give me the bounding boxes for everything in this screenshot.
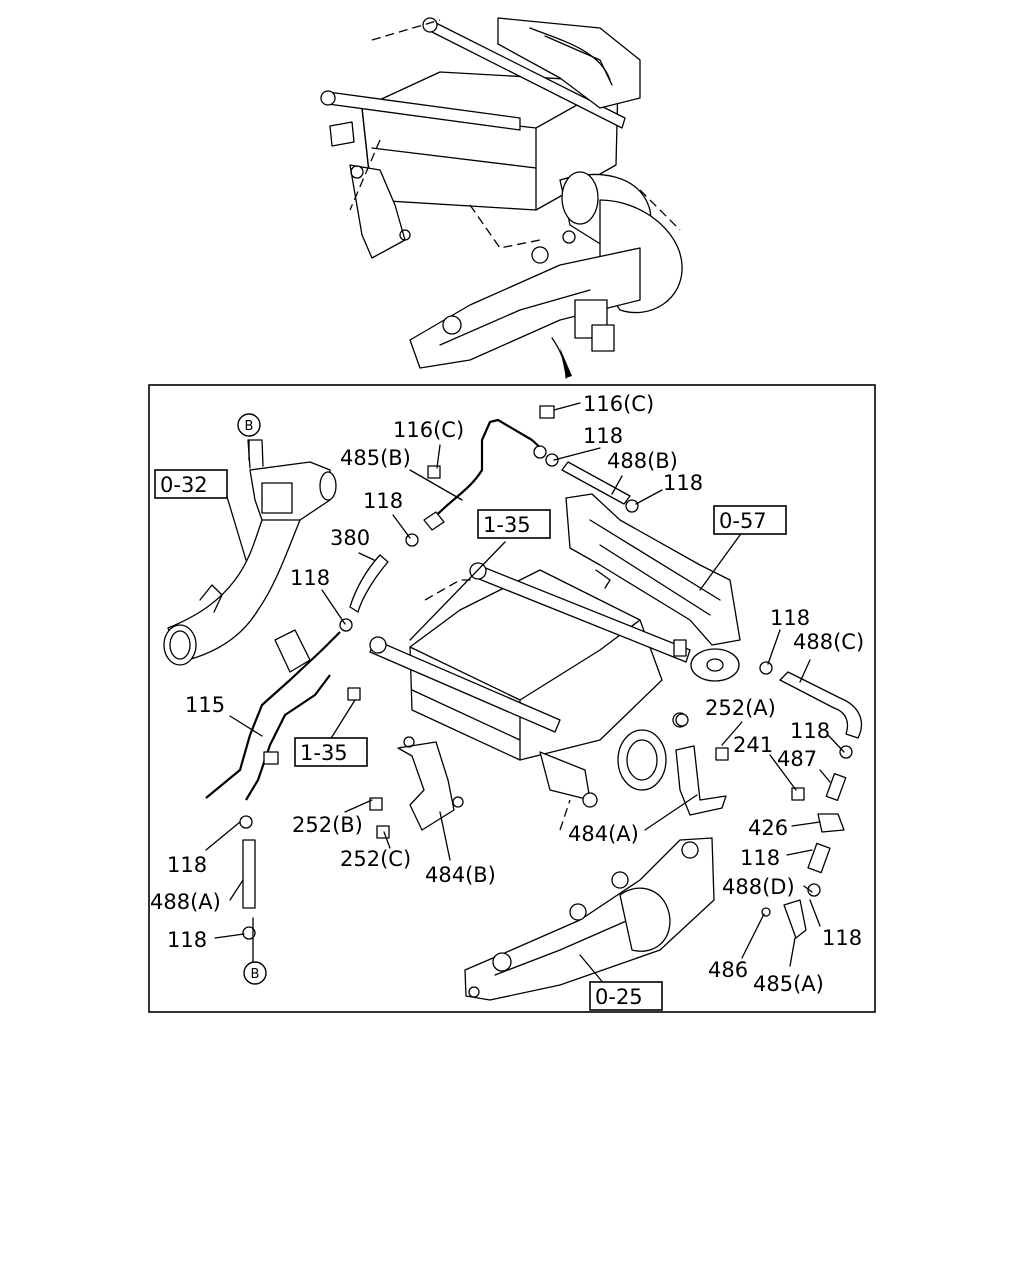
ref-box-label: 0-32	[160, 473, 208, 497]
fitting-parts	[242, 773, 847, 939]
water-outlet-pipe	[163, 439, 337, 666]
callout-488a: 488(A)	[150, 890, 221, 914]
callout-116c-left: 116(C)	[393, 418, 464, 442]
hose-380	[349, 554, 389, 613]
callout-426: 426	[748, 816, 788, 840]
callout-labels: 116(C) 116(C) 118 485(B) 488(B) 118 118 …	[150, 392, 864, 996]
ref-box-0-25: 0-25	[589, 981, 663, 1011]
callout-118: 118	[290, 566, 330, 590]
ref-box-label: 0-57	[719, 509, 767, 533]
callout-118: 118	[663, 471, 703, 495]
pipe-115	[205, 629, 341, 801]
ref-box-label: 0-25	[595, 985, 643, 1009]
connector-marker-b-top: B	[237, 413, 261, 437]
callout-118: 118	[790, 719, 830, 743]
callout-488d: 488(D)	[722, 875, 795, 899]
callout-252b: 252(B)	[292, 813, 363, 837]
water-pipe-485b	[423, 418, 546, 531]
fasteners	[239, 405, 853, 940]
callout-484b: 484(B)	[425, 863, 496, 887]
callout-485a: 485(A)	[753, 972, 824, 996]
callout-486: 486	[708, 958, 748, 982]
callout-118: 118	[770, 606, 810, 630]
callout-118: 118	[167, 928, 207, 952]
ref-box-0-32: 0-32	[154, 469, 228, 499]
intercooler	[369, 562, 691, 831]
bracket-484a	[675, 745, 727, 816]
leader-lines	[205, 402, 845, 986]
callout-115: 115	[185, 693, 225, 717]
ref-box-label: 1-35	[483, 513, 531, 537]
callout-487: 487	[777, 747, 817, 771]
ref-box-label: 1-35	[300, 741, 348, 765]
callout-484a: 484(A)	[568, 822, 639, 846]
egr-cooler	[565, 493, 741, 682]
connector-marker-b-bottom: B	[243, 961, 267, 985]
intake-manifold	[464, 837, 715, 1001]
callout-252a: 252(A)	[705, 696, 776, 720]
callout-380: 380	[330, 526, 370, 550]
callout-116c-upper: 116(C)	[583, 392, 654, 416]
callout-118: 118	[363, 489, 403, 513]
callout-241: 241	[733, 733, 773, 757]
callout-118: 118	[822, 926, 862, 950]
callout-118: 118	[167, 853, 207, 877]
ref-box-0-57: 0-57	[713, 505, 787, 535]
bracket-484b	[397, 741, 455, 831]
detail-frame	[148, 384, 876, 1013]
overview-assembly	[320, 17, 683, 379]
marker-label: B	[245, 419, 254, 434]
callout-118: 118	[583, 424, 623, 448]
callout-485b: 485(B)	[340, 446, 411, 470]
callout-488b: 488(B)	[607, 449, 678, 473]
hose-488c	[779, 671, 863, 739]
callout-252c: 252(C)	[340, 847, 411, 871]
marker-label: B	[251, 967, 260, 982]
ref-box-1-35-left: 1-35	[294, 737, 368, 767]
callout-488c: 488(C)	[793, 630, 864, 654]
callout-118: 118	[740, 846, 780, 870]
ref-box-1-35-top: 1-35	[477, 509, 551, 539]
